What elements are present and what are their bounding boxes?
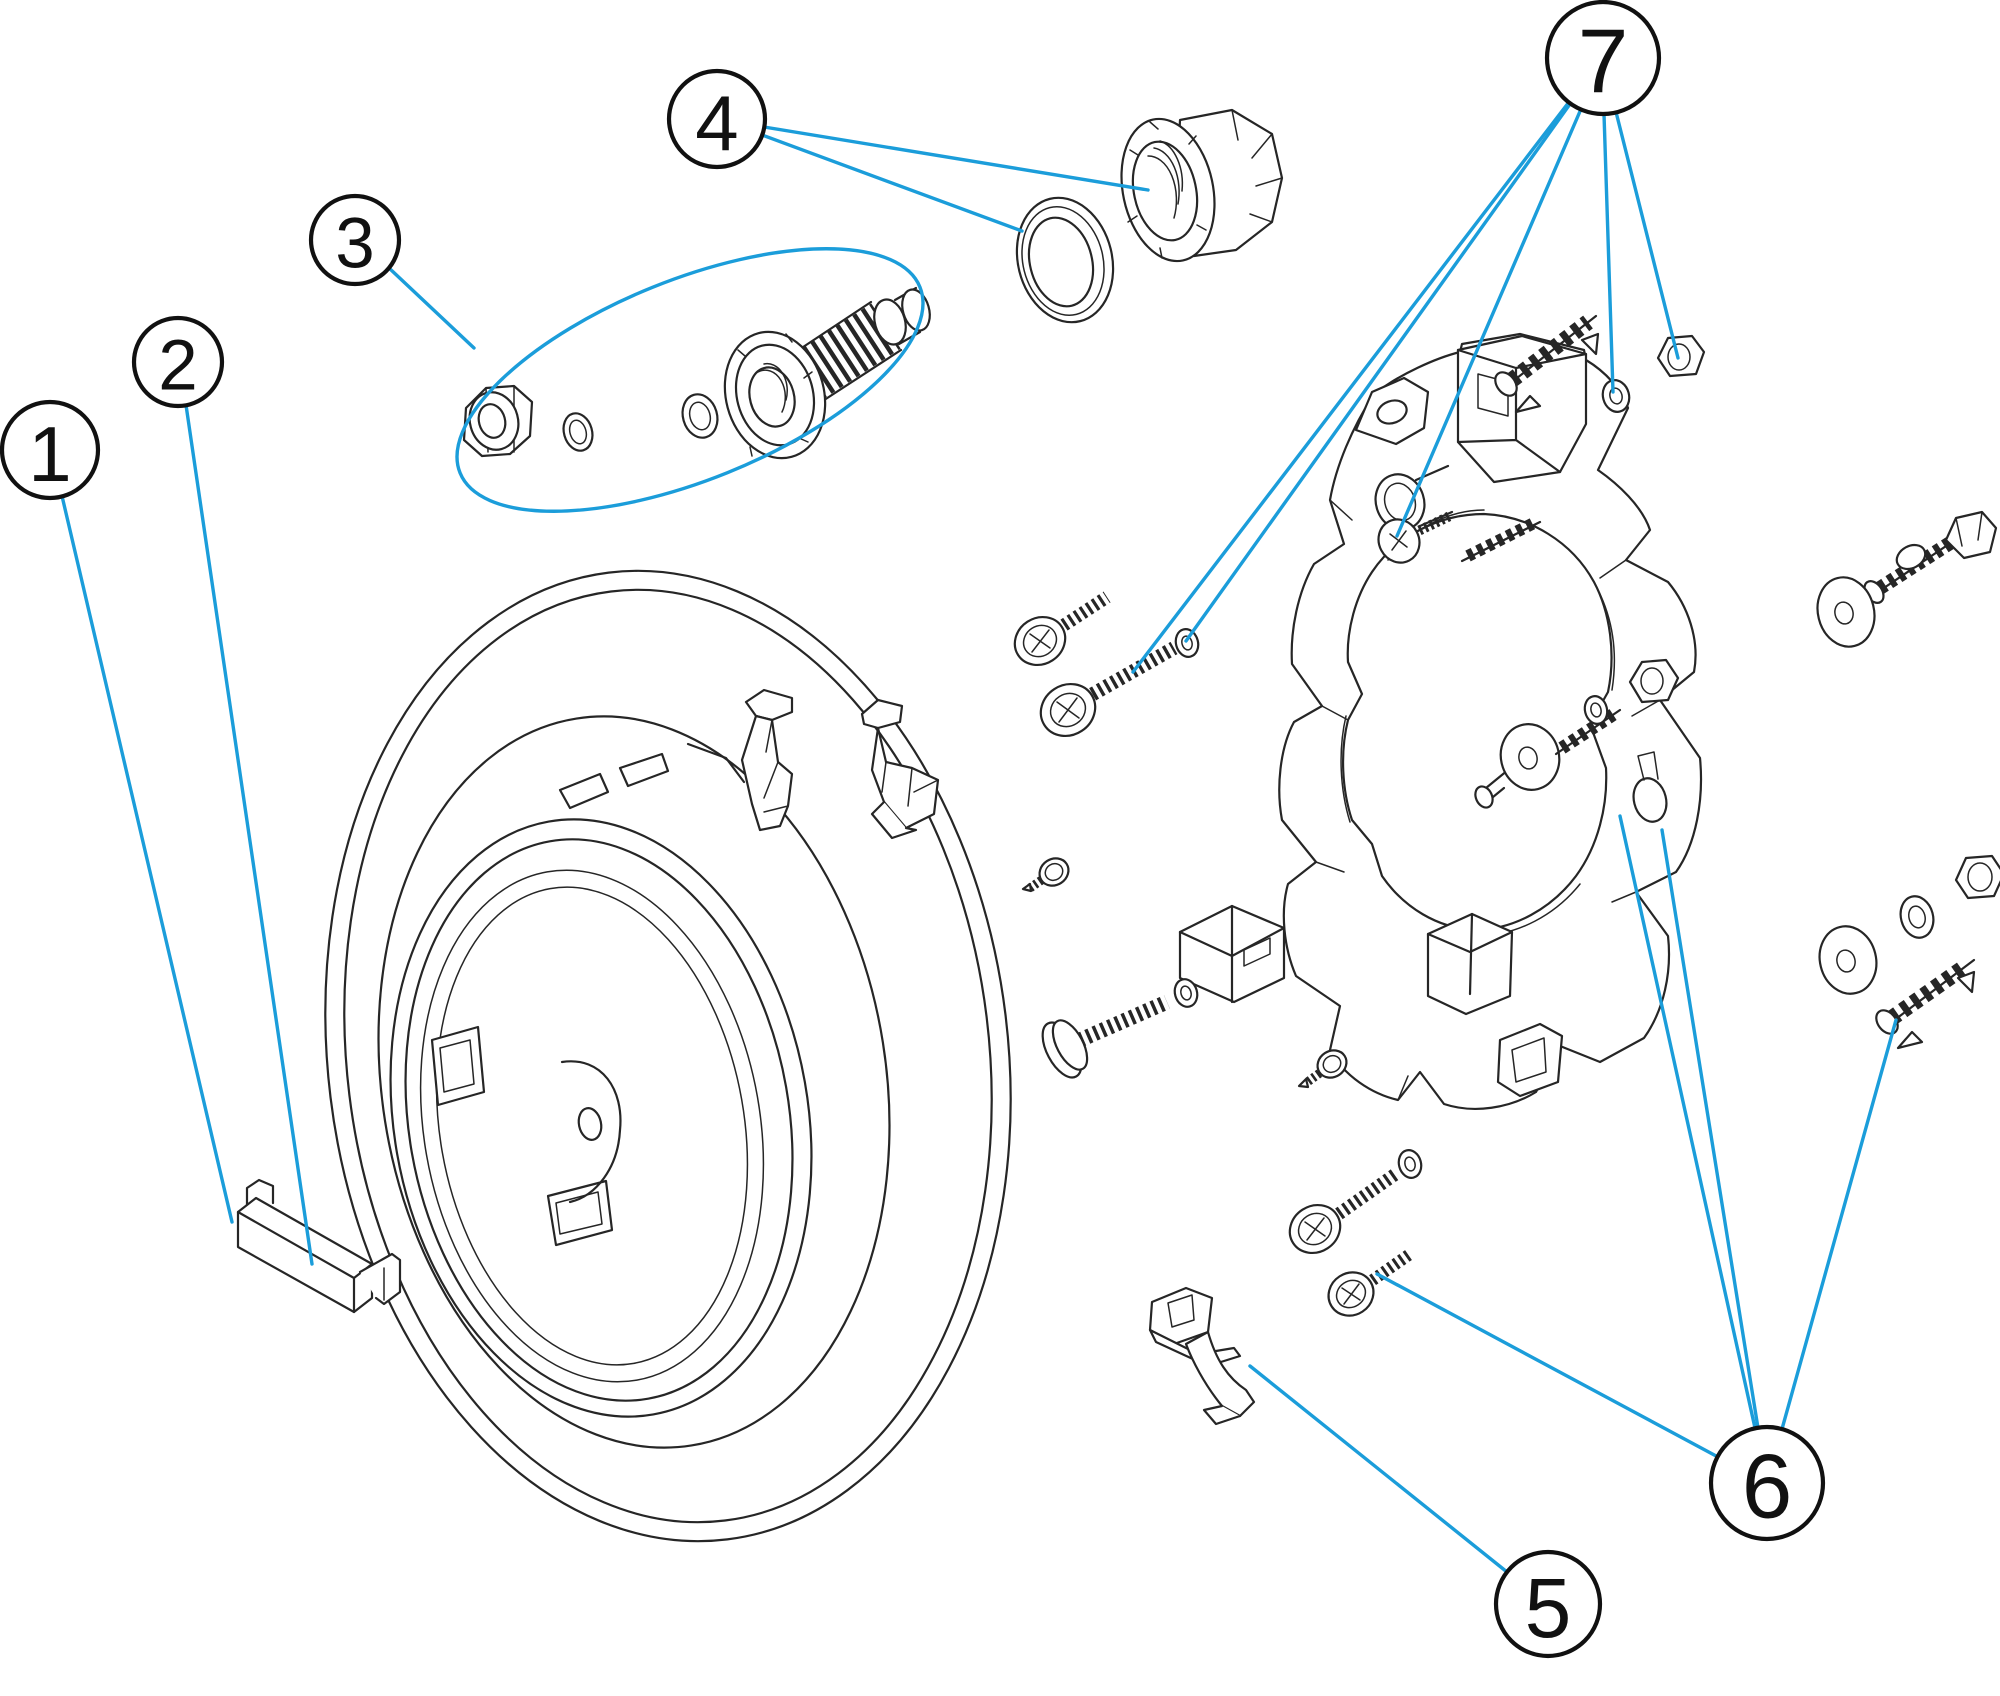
callout-circle-2	[131, 315, 225, 409]
tapping-screw-small	[1021, 857, 1070, 893]
bracket-keyhole	[1632, 751, 1668, 823]
washer-small-b	[1397, 1149, 1423, 1179]
pan-screw-lower-long	[1288, 1167, 1401, 1255]
callout-1: 1	[0, 399, 101, 501]
callout-6: 6	[1708, 1424, 1826, 1542]
callout-5: 5	[1493, 1549, 1603, 1659]
threaded-fitting	[723, 286, 931, 460]
leader-line-6	[1660, 828, 1760, 1430]
callout-circle-5	[1493, 1549, 1603, 1659]
flat-head-bolt	[1041, 995, 1171, 1079]
callout-number-2: 2	[158, 327, 198, 406]
wall-plug-top	[1494, 314, 1600, 414]
bracket-nut-mid	[1628, 658, 1680, 704]
bezel-trim-ring	[324, 569, 1012, 1543]
callout-circle-3	[308, 193, 402, 287]
leader-line-6	[1375, 1272, 1720, 1459]
retaining-clip-bottom	[1148, 1286, 1256, 1426]
bezel-bottom-lug	[546, 1179, 614, 1247]
leader-line-7	[1602, 112, 1615, 394]
bracket-lower-box	[1426, 912, 1564, 1098]
bracket-top-tab	[1354, 376, 1430, 446]
bracket-row-washer	[1499, 723, 1561, 791]
bezel-inner-clip	[558, 772, 610, 810]
leader-line-7	[1131, 100, 1571, 674]
leader-line-6	[1618, 814, 1757, 1430]
callout-3: 3	[308, 193, 402, 287]
leader-line-3	[387, 266, 476, 350]
callout-circle-4	[666, 68, 768, 170]
hex-nut-top-right	[1656, 334, 1706, 378]
callout-number-7: 7	[1578, 12, 1629, 113]
bracket-row-plug	[1554, 708, 1622, 756]
bracket-screw	[1377, 510, 1455, 564]
bezel-inner-step	[686, 742, 746, 784]
hex-nut-right	[1954, 854, 2000, 900]
part-group-ellipse	[455, 247, 925, 513]
spacer-ring	[681, 393, 719, 439]
callout-number-1: 1	[28, 410, 71, 498]
tapping-screw-lower	[1297, 1049, 1348, 1089]
parts-layer	[236, 108, 2000, 1543]
o-ring	[562, 412, 594, 452]
leader-line-5	[1248, 1364, 1509, 1574]
wall-plug-right	[1875, 958, 1976, 1050]
washer-flat-right-top	[1816, 576, 1876, 648]
callouts: 1 2 3 4 5 6 7	[0, 0, 1826, 1659]
callout-number-3: 3	[335, 205, 375, 284]
washer-small-right	[1899, 895, 1935, 939]
washer-small-a	[1174, 628, 1200, 658]
leader-line-2	[184, 403, 314, 1266]
callout-circle-1	[0, 399, 101, 501]
leader-line-7	[1614, 110, 1680, 360]
leader-line-4	[760, 133, 1024, 233]
leader-line-7	[1395, 107, 1583, 538]
leader-line-6	[1780, 1018, 1898, 1431]
group-highlight	[455, 247, 925, 513]
bracket-plug	[1460, 517, 1542, 563]
fixing-strip	[236, 1178, 402, 1314]
pan-screw-lower-short	[1327, 1249, 1414, 1317]
callout-7: 7	[1544, 0, 1662, 117]
flange-nut	[1120, 108, 1284, 263]
bezel-tab	[560, 1060, 622, 1204]
wall-fitting-assembly	[462, 286, 931, 460]
callout-number-6: 6	[1742, 1437, 1793, 1538]
mounting-bracket	[1278, 332, 1703, 1110]
callout-circle-7	[1544, 0, 1662, 117]
pan-screw-small	[1013, 591, 1111, 667]
leader-line-7	[1184, 102, 1572, 643]
bezel-inner-clip	[618, 752, 670, 788]
bezel-side-lug	[430, 1025, 486, 1107]
leader-line-4	[762, 125, 1150, 192]
retaining-clip-top	[740, 688, 794, 832]
callout-number-5: 5	[1525, 1561, 1572, 1655]
gasket-washer	[1015, 196, 1115, 324]
washer-flat-right-bottom	[1818, 925, 1878, 995]
clamp-block	[1173, 904, 1286, 1008]
leader-line-1	[60, 494, 234, 1224]
callout-circle-6	[1708, 1424, 1826, 1542]
leader-lines	[60, 100, 1898, 1574]
callout-number-4: 4	[695, 79, 738, 167]
retaining-clip-mid	[860, 698, 940, 840]
callout-2: 2	[131, 315, 225, 409]
bracket-row-washer-small	[1583, 695, 1609, 725]
locknut	[462, 384, 534, 458]
callout-4: 4	[666, 68, 768, 170]
pan-screw-long	[1039, 641, 1178, 738]
anchor-bolt	[1863, 510, 1998, 604]
